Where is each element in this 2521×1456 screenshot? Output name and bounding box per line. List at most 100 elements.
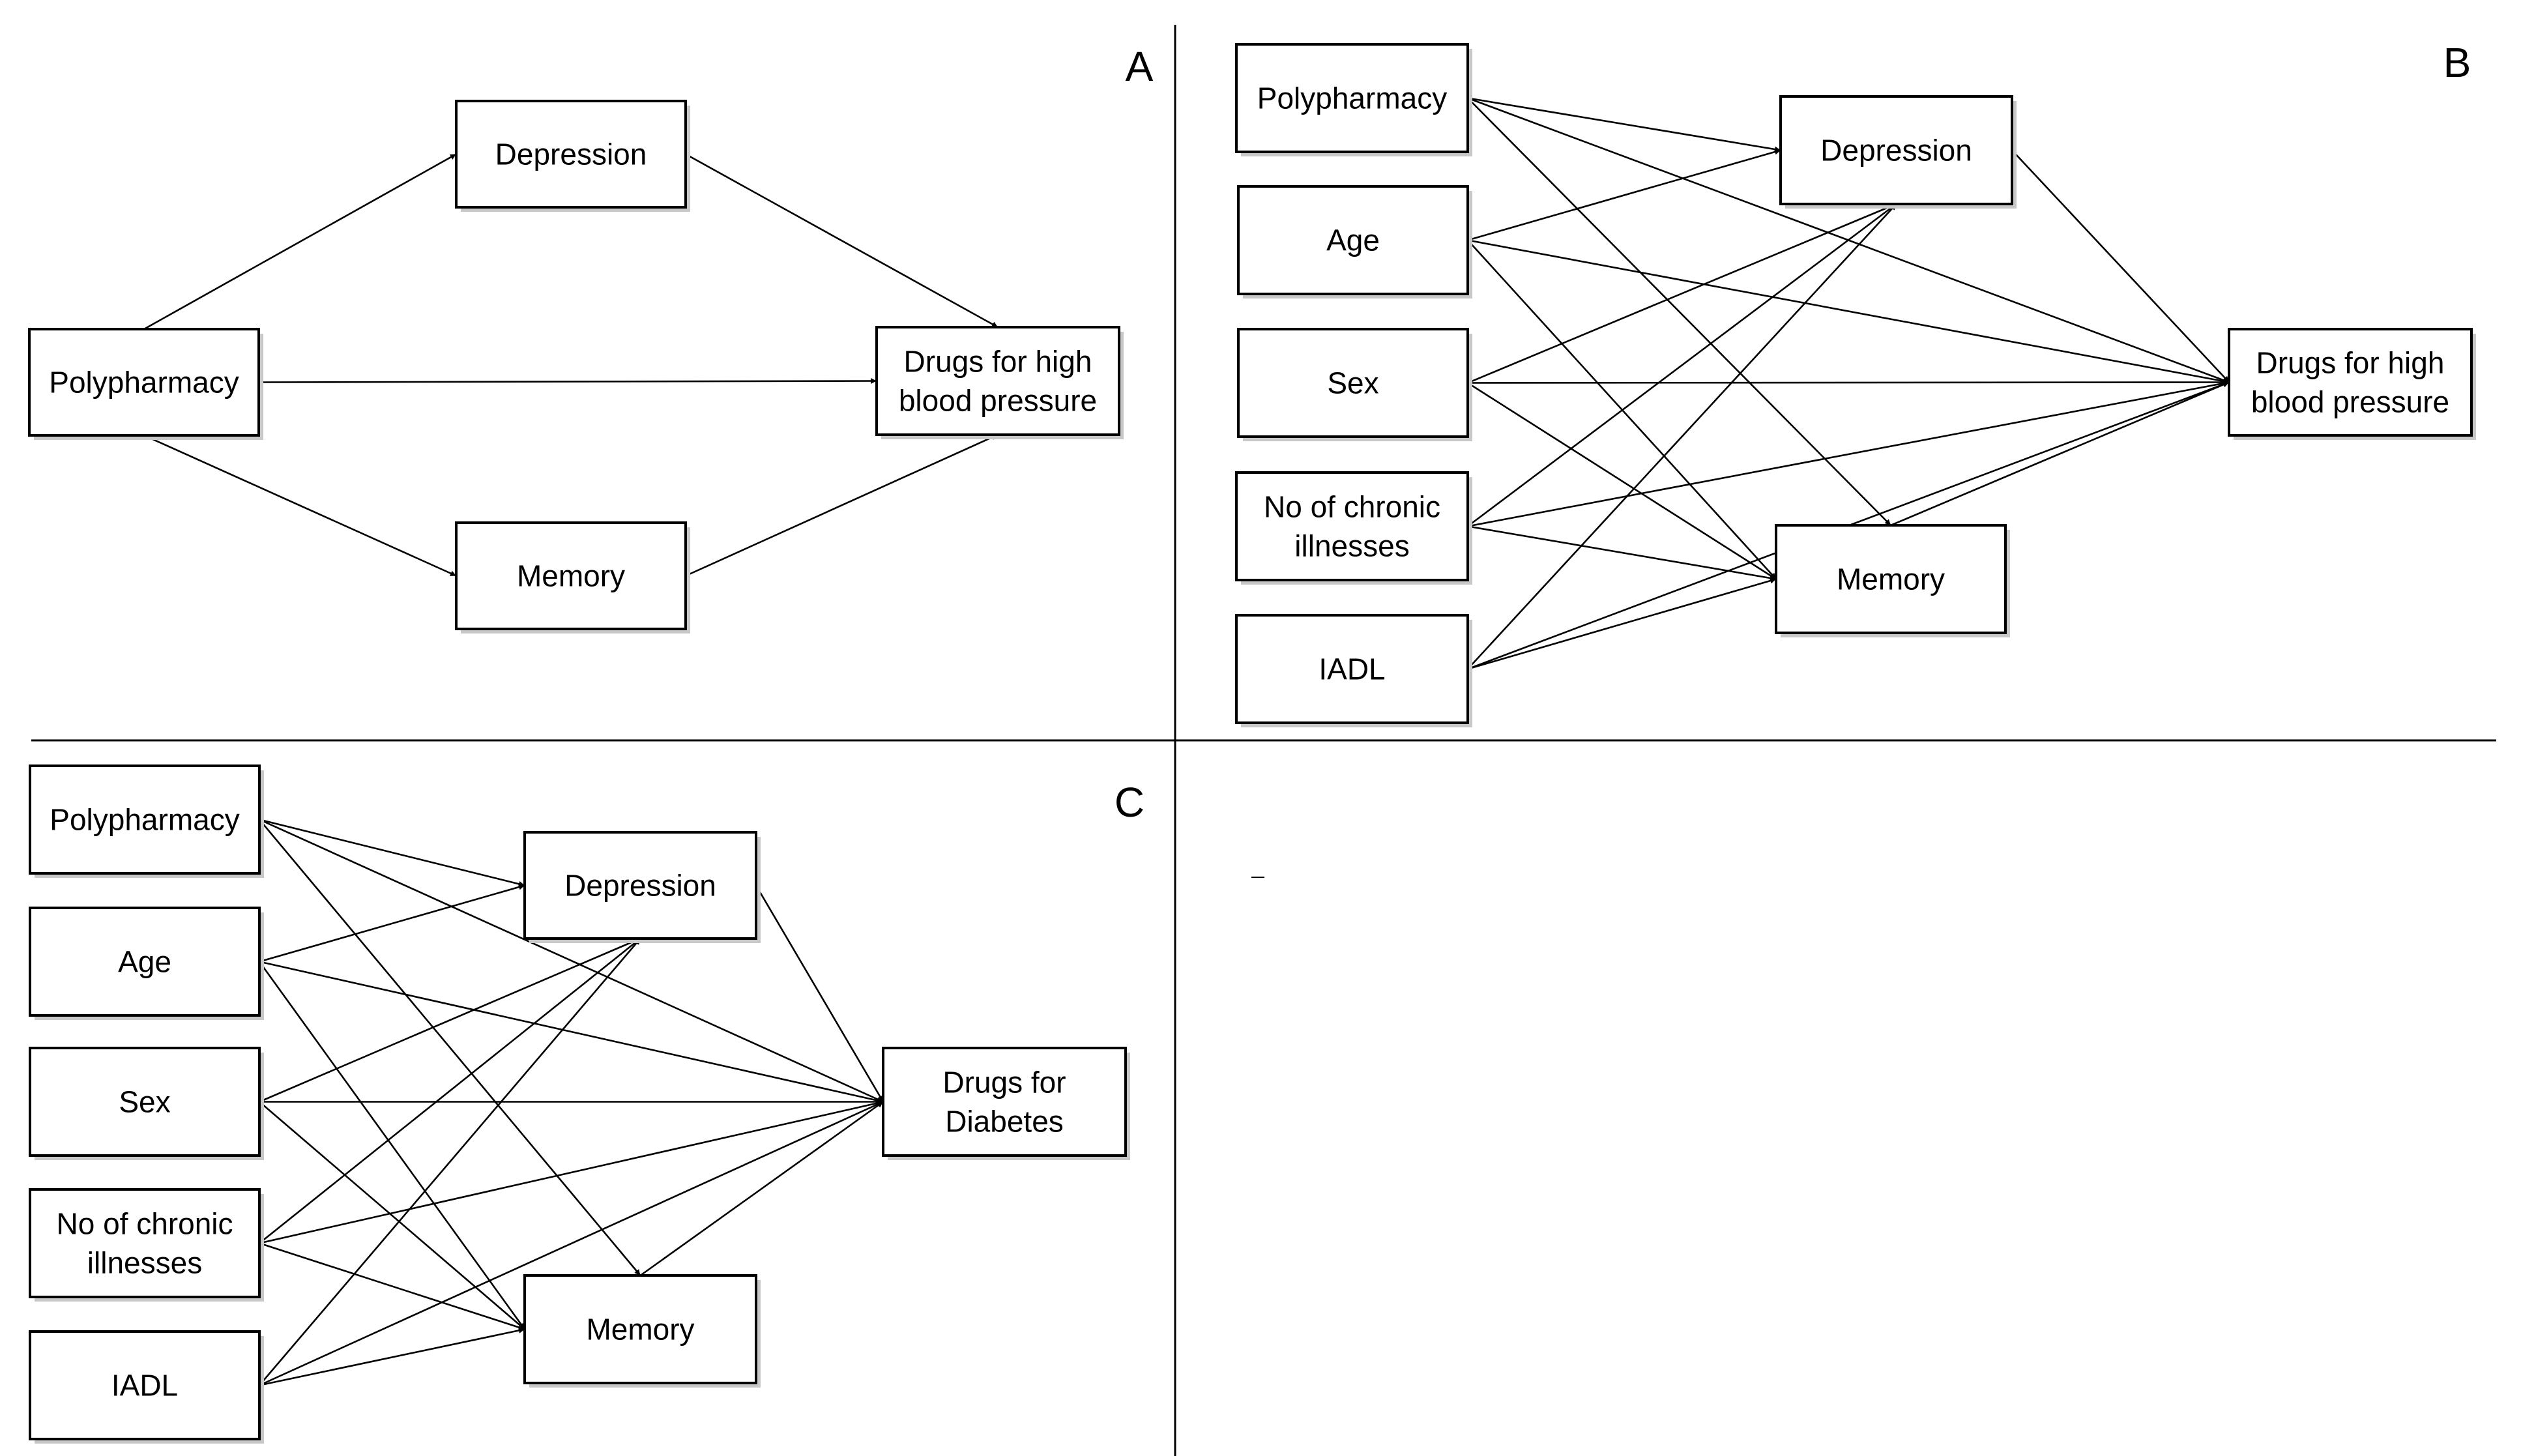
node-box (28, 328, 260, 437)
node-box (1237, 328, 1469, 438)
node-label: Drugs for high (2256, 346, 2445, 380)
node-label: Depression (495, 138, 647, 171)
node-label: Memory (586, 1313, 694, 1347)
node-c-sex: Sex (29, 1047, 264, 1160)
node-box (1775, 524, 2007, 634)
edge-b-sex-to-mem (1467, 382, 1777, 580)
node-box (29, 1047, 261, 1157)
node-label: IADL (1319, 652, 1385, 686)
node-b-sex: Sex (1237, 328, 1472, 441)
panel-letter-a: A (1126, 43, 1154, 90)
edge-c-sex-to-mem (259, 1101, 525, 1330)
edge-c-iadl-to-mem (259, 1327, 525, 1386)
node-box (29, 907, 261, 1017)
edge-c-iadl-to-out (259, 1101, 884, 1386)
node-label: Depression (564, 869, 716, 903)
node-label: Polypharmacy (50, 803, 239, 837)
node-b-age: Age (1237, 185, 1472, 298)
node-c-age: Age (29, 907, 264, 1020)
edge-b-age-to-dep (1467, 149, 1781, 241)
edge-c-chronic-to-out (259, 1100, 884, 1244)
panel-a-edges (143, 153, 998, 577)
node-box (1235, 43, 1469, 153)
node-b-iadl: IADL (1235, 614, 1472, 727)
node-label: Polypharmacy (1257, 81, 1447, 115)
edge-c-poly-to-out (259, 819, 884, 1103)
node-c-mem: Memory (523, 1274, 761, 1388)
edge-b-age-to-out (1467, 239, 2230, 385)
node-b-dep: Depression (1779, 95, 2017, 209)
node-label: Sex (1327, 366, 1378, 400)
node-box (29, 764, 261, 875)
node-label: Drugs for (942, 1066, 1066, 1099)
edge-a-poly-to-dep (143, 153, 457, 330)
node-c-dep: Depression (523, 831, 761, 943)
panel-b-edges (1467, 97, 2230, 670)
node-c-poly: Polypharmacy (29, 764, 264, 878)
node-label: Sex (119, 1085, 170, 1119)
edge-a-poly-to-mem (143, 434, 457, 577)
edge-c-sex-to-dep (259, 937, 641, 1103)
node-box (29, 1330, 261, 1440)
node-box (523, 1274, 757, 1384)
node-label: No of chronic (56, 1207, 233, 1241)
node-label: No of chronic (1264, 490, 1440, 524)
node-box (1235, 471, 1469, 581)
edge-b-chronic-to-mem (1467, 525, 1777, 581)
node-box (29, 1188, 261, 1298)
node-a-mem: Memory (455, 521, 690, 633)
edge-b-sex-to-dep (1467, 203, 1897, 384)
node-label: Memory (1837, 562, 1945, 596)
node-box (882, 1047, 1127, 1157)
panel-c-edges (258, 819, 884, 1386)
edge-c-iadl-to-dep (259, 938, 641, 1386)
node-box (1779, 95, 2013, 205)
edge-b-chronic-to-dep (1467, 203, 1897, 527)
node-label: Age (1326, 224, 1380, 257)
node-c-iadl: IADL (29, 1330, 264, 1444)
node-label: Diabetes (945, 1105, 1064, 1139)
node-box (1235, 614, 1469, 724)
panel-letter-b: B (2443, 39, 2471, 86)
edge-b-mem-to-out (1890, 381, 2230, 527)
node-label: illnesses (1294, 529, 1409, 563)
edge-c-age-to-dep (259, 884, 525, 963)
node-b-mem: Memory (1775, 524, 2010, 637)
edge-c-dep-to-out (755, 884, 884, 1103)
node-label: Polypharmacy (49, 366, 239, 400)
node-label: Drugs for high (904, 345, 1092, 379)
edge-b-poly-to-dep (1467, 97, 1781, 153)
edge-c-mem-to-out (639, 1101, 884, 1277)
node-a-dep: Depression (455, 100, 690, 212)
edge-c-poly-to-dep (259, 819, 525, 887)
node-b-chronic: No of chronic illnesses (1235, 471, 1472, 585)
node-box (455, 521, 687, 630)
node-box (1237, 185, 1469, 295)
edge-c-age-to-out (259, 961, 884, 1103)
edge-c-age-to-mem (258, 961, 526, 1330)
node-label: illnesses (87, 1246, 202, 1280)
edge-c-poly-to-mem (259, 819, 641, 1276)
edge-b-chronic-to-out (1467, 380, 2230, 527)
node-c-chronic: No of chronic illnesses (29, 1188, 264, 1302)
edge-a-mem-to-out (685, 433, 998, 577)
edge-a-dep-to-out (685, 153, 998, 328)
node-box (2228, 328, 2473, 437)
edge-b-iadl-to-dep (1467, 203, 1897, 670)
edge-b-iadl-to-mem (1467, 577, 1777, 670)
panel-letter-c: C (1115, 779, 1144, 826)
node-label: blood pressure (2251, 385, 2449, 419)
node-label: Age (118, 945, 171, 979)
edge-b-dep-to-out (2011, 149, 2230, 383)
edge-a-poly-to-out (258, 378, 877, 385)
node-label: Depression (1820, 134, 1972, 167)
